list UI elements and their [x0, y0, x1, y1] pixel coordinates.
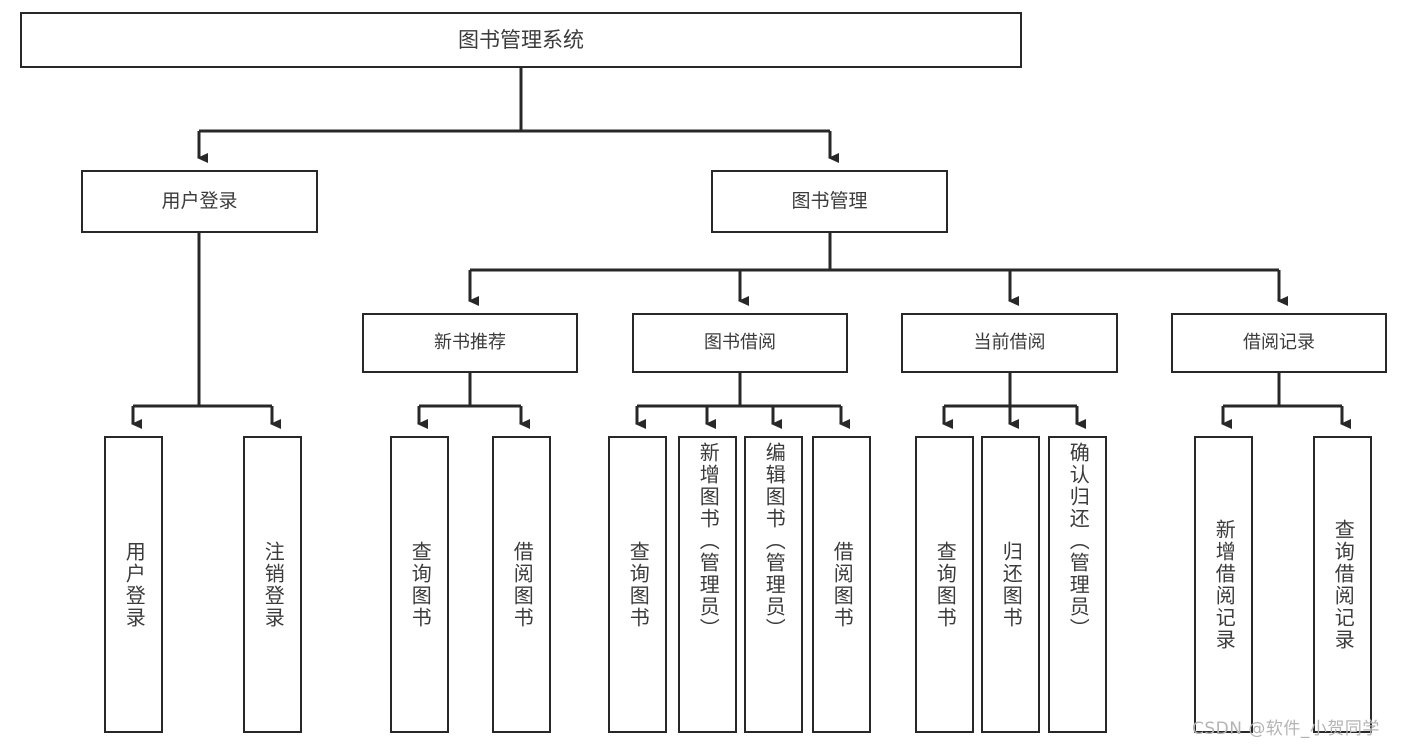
- node-book-borrow[interactable]: 图书借阅: [632, 313, 848, 373]
- node-user-login[interactable]: 用户登录: [81, 170, 318, 233]
- leaf-user-login-logout[interactable]: 注销登录: [243, 436, 302, 733]
- node-book-management[interactable]: 图书管理: [711, 170, 948, 233]
- csdn-watermark: CSDN @软件_小贺同学: [1192, 719, 1380, 739]
- leaf-current-confirm-return-admin[interactable]: 确认归还（管理员）: [1048, 436, 1107, 733]
- leaf-record-add-borrow-record[interactable]: 新增借阅记录: [1194, 436, 1253, 733]
- node-root-system[interactable]: 图书管理系统: [20, 12, 1022, 68]
- leaf-user-login-login[interactable]: 用户登录: [104, 436, 163, 733]
- leaf-borrow-query-book[interactable]: 查询图书: [608, 436, 667, 733]
- node-borrow-record[interactable]: 借阅记录: [1171, 313, 1387, 373]
- leaf-current-query-book[interactable]: 查询图书: [915, 436, 974, 733]
- leaf-borrow-edit-book-admin[interactable]: 编辑图书（管理员）: [744, 436, 803, 733]
- leaf-borrow-add-book-admin[interactable]: 新增图书（管理员）: [678, 436, 737, 733]
- leaf-record-query-borrow-record[interactable]: 查询借阅记录: [1313, 436, 1372, 733]
- node-current-borrow[interactable]: 当前借阅: [901, 313, 1118, 373]
- node-new-book-recommend[interactable]: 新书推荐: [362, 313, 578, 373]
- leaf-recommend-borrow-book[interactable]: 借阅图书: [492, 436, 551, 733]
- leaf-current-return-book[interactable]: 归还图书: [981, 436, 1040, 733]
- leaf-recommend-query-book[interactable]: 查询图书: [390, 436, 449, 733]
- leaf-borrow-borrow-book[interactable]: 借阅图书: [812, 436, 871, 733]
